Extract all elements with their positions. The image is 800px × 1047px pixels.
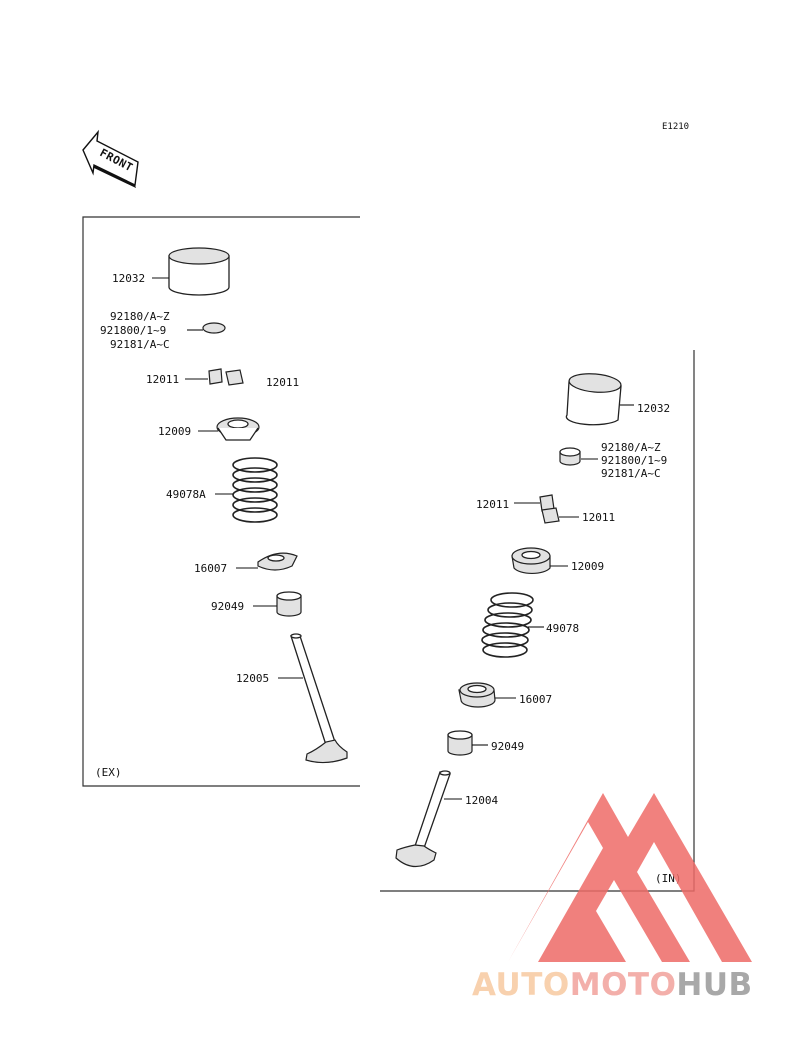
in-stem-seal <box>447 730 488 756</box>
in-retainer <box>511 547 568 575</box>
front-arrow-icon: FRONT <box>82 129 139 188</box>
ex-valve <box>278 633 348 764</box>
in-label-tappet: 12032 <box>637 402 670 415</box>
automotohub-logo-icon <box>508 793 752 962</box>
in-label-stem-seal: 92049 <box>491 740 524 753</box>
ex-label-cotter-right: 12011 <box>266 376 299 389</box>
ex-section-frame <box>82 216 360 787</box>
in-label-spring: 49078 <box>546 622 579 635</box>
in-label-shim-2: 921800/1~9 <box>601 454 667 467</box>
ex-label-cotter-left: 12011 <box>146 373 179 386</box>
ex-spring <box>215 457 278 523</box>
ex-label-stem-seal: 92049 <box>211 600 244 613</box>
ex-label-valve: 12005 <box>236 672 269 685</box>
in-spring-seat <box>458 682 516 708</box>
diagram-code: E1210 <box>662 122 689 132</box>
ex-label-tappet: 12032 <box>112 272 145 285</box>
ex-spring-seat <box>236 552 298 571</box>
ex-label-retainer: 12009 <box>158 425 191 438</box>
in-label-cotter-left: 12011 <box>476 498 509 511</box>
ex-section: 12032 92180/A~Z 921800/1~9 92181/A~C 120… <box>82 216 360 787</box>
ex-retainer <box>198 417 260 441</box>
in-valve <box>395 770 462 868</box>
ex-stem-seal <box>253 591 302 617</box>
watermark: AUTOMOTOHUB <box>472 793 753 1003</box>
in-cotters <box>514 494 579 524</box>
ex-cotters <box>185 368 244 386</box>
ex-label-shim-3: 92181/A~C <box>110 338 170 351</box>
ex-section-label: (EX) <box>95 766 122 779</box>
watermark-auto: AUTO <box>472 967 570 1003</box>
in-label-retainer: 12009 <box>571 560 604 573</box>
in-tappet <box>565 373 634 426</box>
ex-label-shim-1: 92180/A~Z <box>110 310 170 323</box>
in-label-cotter-right: 12011 <box>582 511 615 524</box>
svg-text:AUTOMOTOHUB: AUTOMOTOHUB <box>472 967 753 1003</box>
in-label-shim-3: 92181/A~C <box>601 467 661 480</box>
in-label-spring-seat: 16007 <box>519 693 552 706</box>
watermark-hub: HUB <box>676 967 752 1003</box>
in-shim <box>559 447 598 466</box>
ex-label-shim-2: 921800/1~9 <box>100 324 166 337</box>
ex-shim <box>187 322 226 334</box>
watermark-moto: MOTO <box>570 967 677 1003</box>
in-label-valve: 12004 <box>465 794 498 807</box>
ex-tappet <box>152 247 230 296</box>
ex-label-spring-seat: 16007 <box>194 562 227 575</box>
in-section: 12032 92180/A~Z 921800/1~9 92181/A~C 120… <box>380 350 695 892</box>
in-spring <box>481 592 544 658</box>
ex-label-spring: 49078A <box>166 488 206 501</box>
in-label-shim-1: 92180/A~Z <box>601 441 661 454</box>
